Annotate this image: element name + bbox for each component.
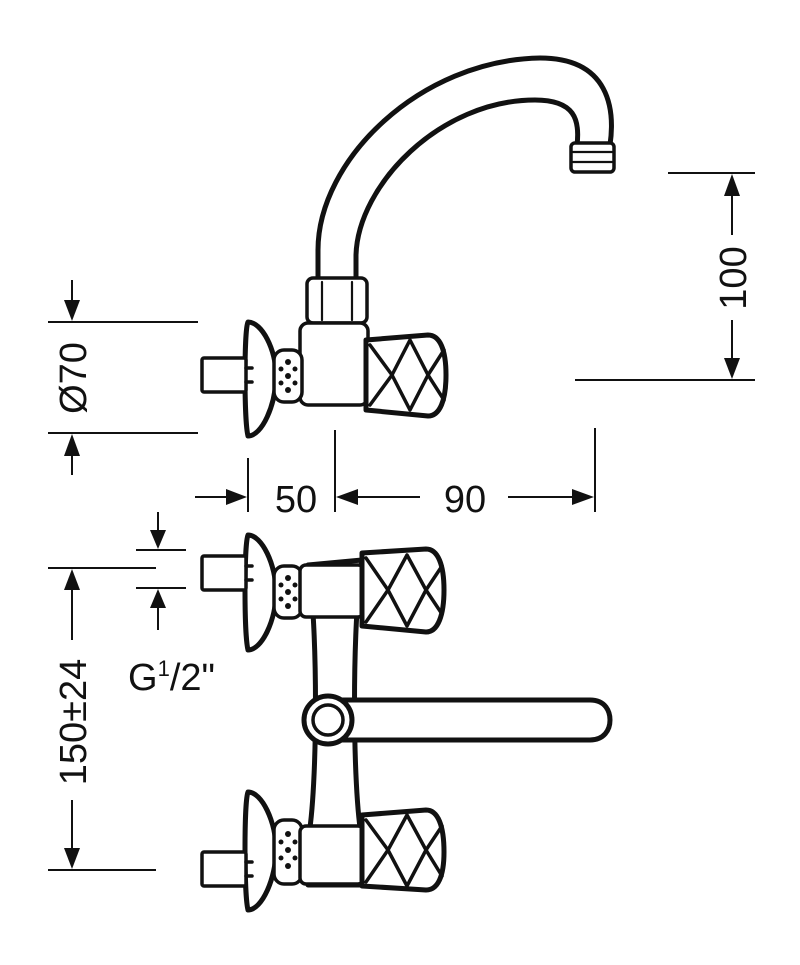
dimension-wall-offset: 50 xyxy=(195,428,596,521)
dimension-thread: G1/2" xyxy=(128,512,215,699)
spout-height-label: 100 xyxy=(713,246,755,309)
dimension-spout-offset: 90 xyxy=(336,479,594,521)
valve-handle-icon xyxy=(359,546,447,635)
wall-connector-icon xyxy=(200,356,254,394)
top-mixer-unit xyxy=(200,55,616,439)
upper-valve xyxy=(200,532,447,653)
lower-valve xyxy=(200,789,447,913)
wall-flange-icon xyxy=(242,319,279,439)
wall-offset-label: 50 xyxy=(275,479,317,521)
spout-icon xyxy=(315,55,616,288)
valve-handle-icon xyxy=(363,332,449,419)
dimension-centre-distance: 150±24 xyxy=(48,567,156,871)
dimension-spout-height: 100 xyxy=(575,172,755,381)
bottom-mixer-unit xyxy=(200,532,613,913)
decorative-ring-icon xyxy=(272,348,304,404)
tube-spout-icon xyxy=(301,693,613,747)
spout-offset-label: 90 xyxy=(444,479,486,521)
dimension-diameter: Ø70 xyxy=(48,280,198,475)
valve-handle-icon xyxy=(359,807,447,893)
thread-label: G1/2" xyxy=(128,656,215,699)
union-nut-icon xyxy=(305,276,369,325)
diameter-label: Ø70 xyxy=(53,342,95,414)
centre-distance-label: 150±24 xyxy=(53,659,95,786)
valve-body xyxy=(298,321,370,407)
